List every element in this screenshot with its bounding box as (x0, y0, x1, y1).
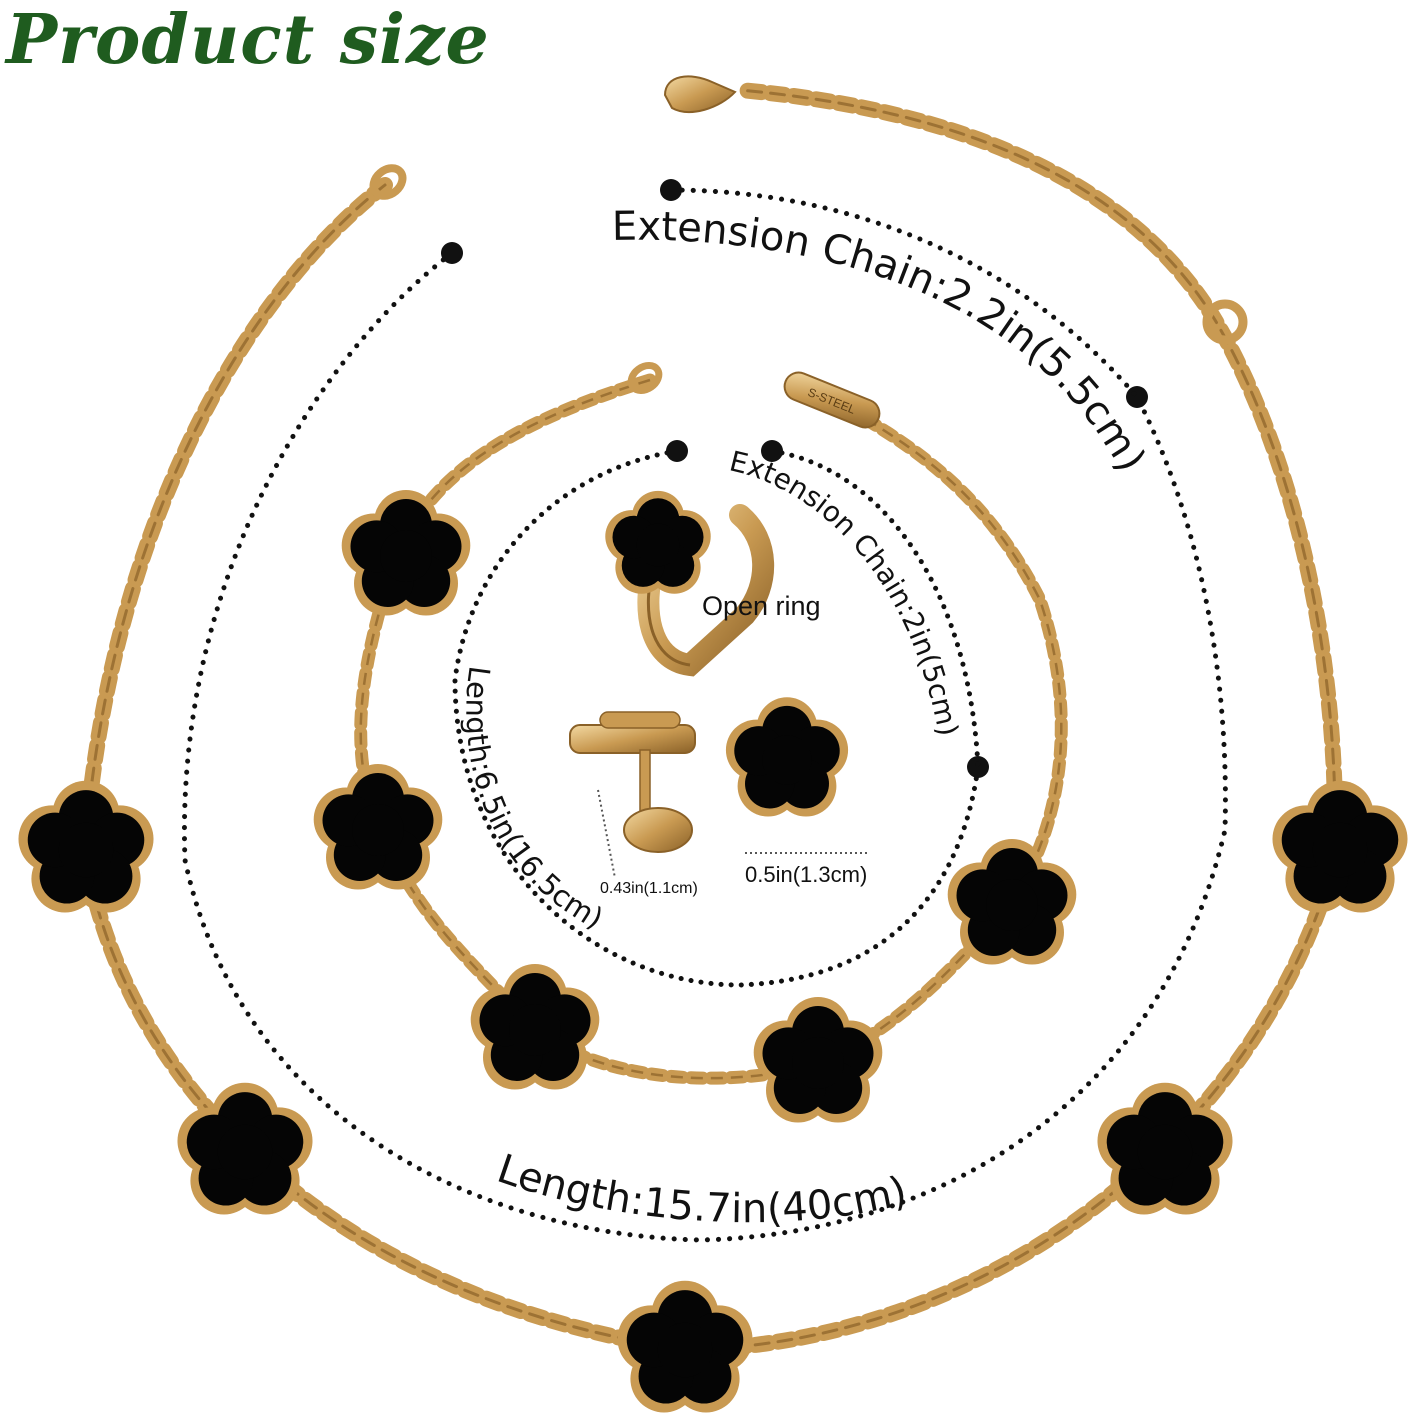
bracelet-tag: S-STEEL (783, 371, 881, 429)
bracelet-extension-dotted-line (761, 440, 981, 770)
open-ring (605, 490, 775, 677)
stud-earrings (569, 697, 870, 879)
necklace-teardrop-end (663, 75, 737, 113)
bracelet-lobster-clasp (627, 362, 663, 394)
bracelet-length-start-dot (666, 440, 688, 462)
ring-clover (605, 490, 711, 594)
necklace-clover-1 (18, 780, 154, 913)
necklace-clover-3 (617, 1280, 753, 1413)
necklace-length-end-dot (1126, 386, 1148, 408)
necklace-jump-ring (1202, 299, 1248, 345)
earring-depth-label: 0.43in(1.1cm) (600, 880, 698, 897)
earring-width-label: 0.5in(1.3cm) (745, 862, 867, 887)
bracelet: S-STEEL (313, 362, 1077, 1123)
bracelet-clover-5 (947, 839, 1077, 965)
necklace-length-start-dot (441, 242, 463, 264)
bracelet-length-end-dot (967, 756, 989, 778)
page-title: Product size (6, 0, 490, 80)
bracelet-extension-start-dot (761, 440, 783, 462)
necklace-clover-5 (1272, 780, 1408, 913)
necklace-extension-text: Extension Chain:2.2in(5.5cm) (612, 204, 1154, 480)
necklace-extension-dotted-line (660, 179, 1140, 400)
necklace-length-dotted-line (181, 242, 1228, 1243)
ring-label: Open ring (702, 591, 821, 621)
necklace-extension-textpath: Extension Chain:2.2in(5.5cm) (612, 204, 1154, 480)
bracelet-length-dotted-line (452, 440, 989, 988)
bracelet-clover-1 (341, 490, 471, 616)
necklace-lobster-clasp (369, 164, 407, 200)
earring-side-view (569, 711, 696, 853)
necklace (18, 75, 1408, 1413)
bracelet-clover-4 (753, 997, 883, 1123)
bracelet-clover-2 (313, 764, 443, 890)
earring-front-view (725, 697, 849, 817)
necklace-extension-start-dot (660, 179, 682, 201)
earring-depth-line (597, 789, 616, 879)
